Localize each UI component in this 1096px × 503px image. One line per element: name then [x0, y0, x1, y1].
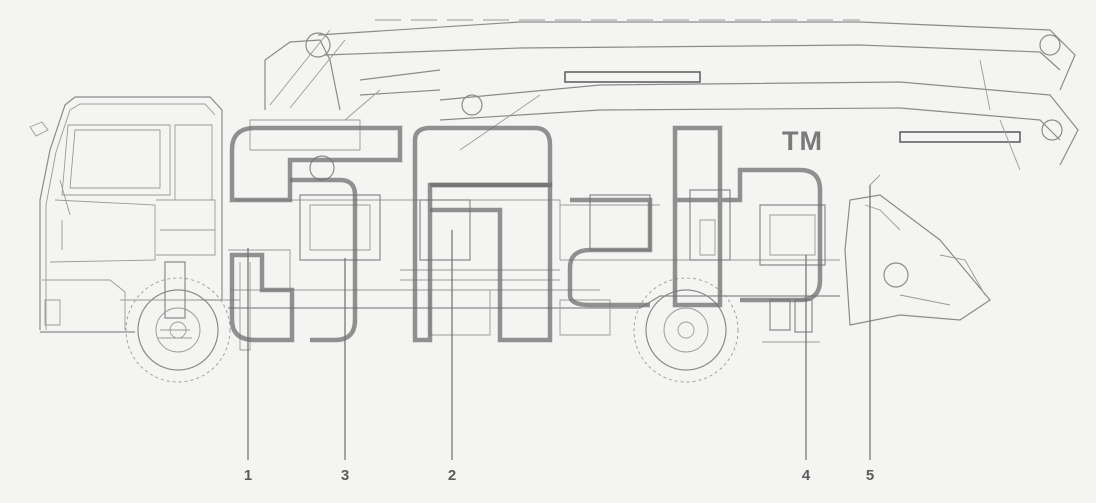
rear-hopper	[844, 174, 991, 326]
boom-arms	[317, 19, 1079, 171]
callout-label-4: 4	[801, 467, 811, 484]
body-equipment	[299, 155, 826, 336]
truck-cab	[29, 96, 223, 330]
callout-label-5: 5	[865, 467, 875, 484]
callout-label-1: 1	[243, 467, 253, 484]
callout-label-3: 3	[340, 467, 350, 484]
rear-wheel	[633, 277, 739, 383]
watermark	[229, 125, 823, 343]
callout-leaders	[247, 185, 871, 460]
turret-mast	[249, 29, 361, 151]
trademark-mark: TM	[782, 126, 823, 156]
callout-label-2: 2	[447, 467, 457, 484]
